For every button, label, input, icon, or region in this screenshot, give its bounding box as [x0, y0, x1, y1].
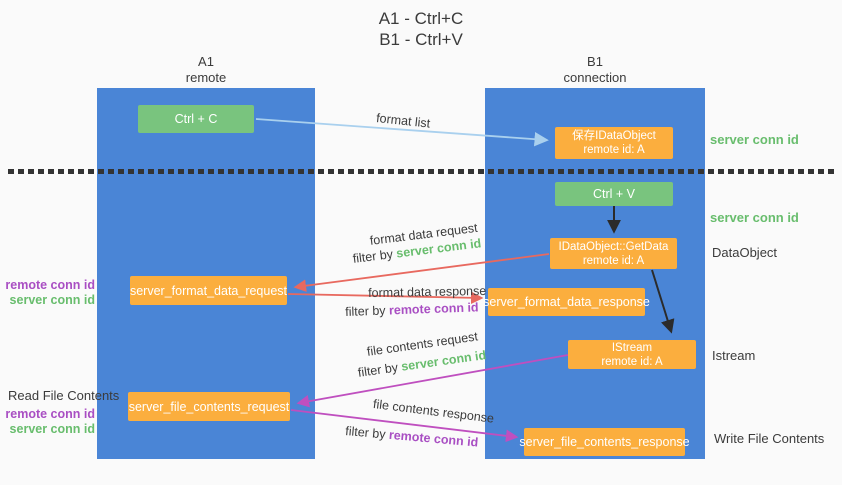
title-line-2: B1 - Ctrl+V	[379, 30, 463, 49]
read-file-contents-text: Read File Contents	[8, 388, 120, 403]
node-ctrl-c: Ctrl + C	[138, 105, 254, 133]
side-label-write-file-contents: Write File Contents	[714, 431, 824, 446]
node-server-file-contents-response: server_file_contents_response	[519, 428, 690, 456]
server-conn-id-text: server conn id	[710, 132, 799, 147]
node-getdata-line2: remote id: A	[582, 254, 645, 267]
left-conn-id-stack-1: remote conn id server conn id	[5, 278, 95, 308]
remote-conn-id-text: remote conn id	[5, 278, 95, 292]
column-a1-name: A1	[198, 54, 214, 69]
node-save-dataobject: 保存IDataObject remote id: A	[555, 127, 673, 159]
filter-by-text: filter by	[352, 247, 394, 266]
server-conn-id-text: server conn id	[9, 422, 95, 436]
column-a1-subtitle: remote	[185, 70, 227, 85]
dotted-separator-line	[8, 169, 836, 174]
left-conn-id-stack-2: remote conn id server conn id	[5, 407, 95, 437]
side-label-read-file-contents: Read File Contents	[8, 388, 119, 403]
node-server-format-data-response-label: server_format_data_response	[483, 295, 650, 309]
node-getdata-line1: IDataObject::GetData	[558, 240, 669, 253]
side-label-server-conn-id-top: server conn id	[710, 132, 799, 147]
title-line-1: A1 - Ctrl+C	[378, 9, 464, 28]
label-format-data-response: format data response	[368, 284, 486, 300]
node-ctrl-c-label: Ctrl + C	[174, 112, 218, 126]
label-filter-by-remote-conn-id-1: filter by remote conn id	[345, 300, 479, 319]
dataobject-text: DataObject	[712, 245, 778, 260]
node-ctrl-v-label: Ctrl + V	[592, 187, 636, 201]
diagram-title: A1 - Ctrl+C B1 - Ctrl+V	[0, 8, 842, 50]
node-server-file-contents-response-label: server_file_contents_response	[519, 435, 690, 449]
filter-by-text: filter by	[344, 424, 387, 442]
side-label-server-conn-id-mid: server conn id	[710, 210, 799, 225]
remote-conn-id-text: remote conn id	[5, 407, 95, 421]
label-format-data-response-text: format data response	[368, 283, 487, 300]
column-b1-name: B1	[587, 54, 603, 69]
label-filter-by-remote-conn-id-2: filter by remote conn id	[345, 424, 479, 450]
label-file-contents-response-text: file contents response	[372, 397, 495, 426]
server-conn-id-text: server conn id	[710, 210, 799, 225]
node-server-format-data-response: server_format_data_response	[483, 288, 650, 316]
label-format-list-text: format list	[375, 111, 431, 131]
node-istream-line1: IStream	[611, 341, 653, 354]
node-ctrl-v: Ctrl + V	[555, 182, 673, 206]
remote-conn-id-text: remote conn id	[388, 427, 479, 450]
label-format-list: format list	[376, 111, 431, 131]
node-save-dataobject-line1: 保存IDataObject	[572, 130, 656, 142]
side-label-istream: Istream	[712, 348, 755, 363]
column-header-a1: A1 remote	[97, 54, 315, 86]
side-label-dataobject: DataObject	[712, 245, 777, 260]
write-file-contents-text: Write File Contents	[714, 431, 825, 446]
node-istream: IStream remote id: A	[568, 340, 696, 369]
filter-by-text: filter by	[345, 303, 386, 319]
filter-by-text: filter by	[357, 360, 399, 380]
column-header-b1: B1 connection	[485, 54, 705, 86]
node-server-file-contents-request-label: server_file_contents_request	[128, 399, 290, 414]
node-server-format-data-request: server_format_data_request	[130, 276, 287, 305]
node-save-dataobject-line2: remote id: A	[583, 144, 645, 156]
node-istream-line2: remote id: A	[601, 355, 663, 368]
node-server-file-contents-request: server_file_contents_request	[128, 392, 290, 421]
node-getdata: IDataObject::GetData remote id: A	[550, 238, 677, 269]
column-b1-subtitle: connection	[563, 70, 627, 85]
server-conn-id-text: server conn id	[9, 293, 95, 307]
node-server-format-data-request-label: server_format_data_request	[129, 283, 288, 298]
label-file-contents-response: file contents response	[372, 397, 494, 426]
istream-text: Istream	[712, 348, 756, 363]
remote-conn-id-text: remote conn id	[388, 300, 479, 318]
